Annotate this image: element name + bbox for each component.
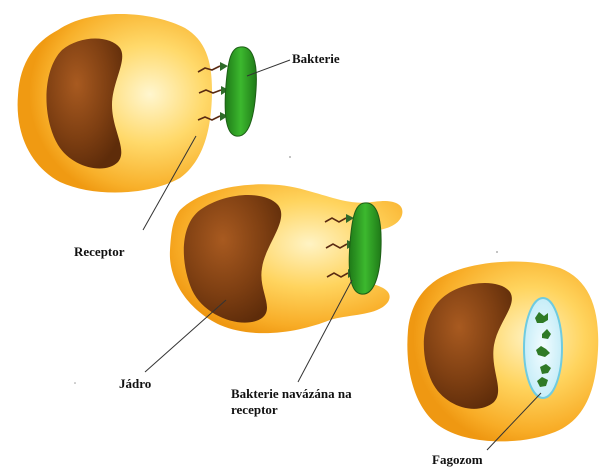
bound-bacterium-label-line-2: receptor [231, 402, 352, 418]
nucleus-leader-line [145, 300, 226, 372]
cell-2 [170, 184, 403, 333]
nucleus-label: Jádro [119, 376, 151, 392]
cell-1 [18, 14, 257, 193]
bacterium-label: Bakterie [292, 51, 340, 67]
receptor-label: Receptor [74, 244, 125, 260]
cell-2-bacterium [349, 203, 381, 294]
cell-1-bacterium [225, 47, 256, 136]
bound-bacterium-label: Bakterie navázána na receptor [231, 386, 352, 418]
phagosome-label: Fagozom [432, 452, 483, 468]
bound-bacterium-label-line-1: Bakterie navázána na [231, 386, 352, 402]
cell-3 [407, 262, 598, 442]
